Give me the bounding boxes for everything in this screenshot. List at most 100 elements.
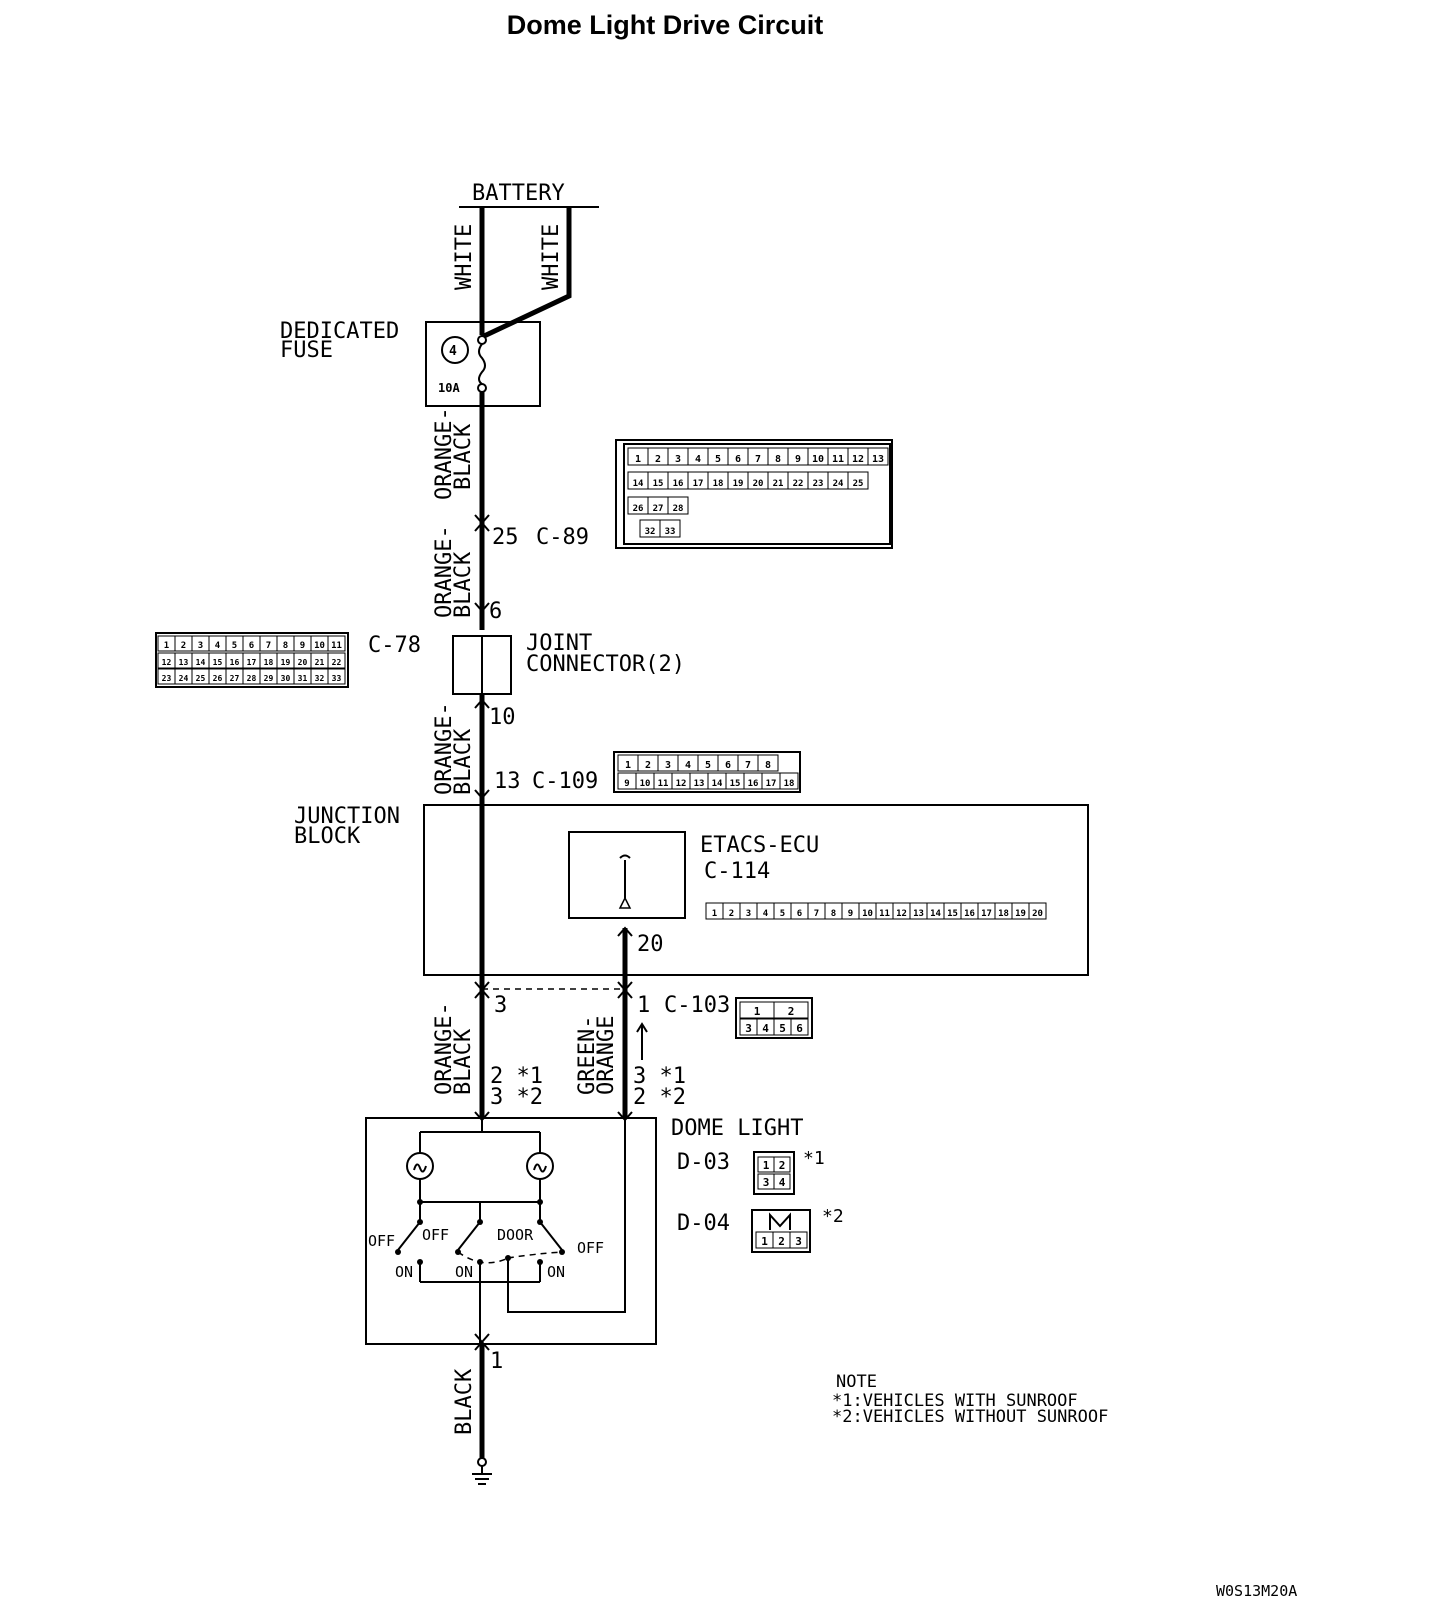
connector-pin-label: 1 bbox=[761, 1235, 768, 1248]
connector-pin-label: 12 bbox=[162, 658, 172, 667]
connector-pin-label: 4 bbox=[762, 1022, 769, 1035]
connector-pin-label: 4 bbox=[763, 909, 769, 919]
connector-pin-label: 32 bbox=[315, 674, 325, 683]
wire-label-orange-4: ORANGE- bbox=[432, 1002, 457, 1095]
c89-name: C-89 bbox=[536, 525, 589, 550]
connector-pin-cell bbox=[757, 754, 779, 772]
connector-pin-cell bbox=[773, 1001, 809, 1019]
connector-pin-label: 17 bbox=[981, 909, 992, 919]
note-heading: NOTE bbox=[836, 1372, 877, 1392]
connector-pin-label: 1 bbox=[164, 641, 169, 651]
joint-connector: 6 JOINT CONNECTOR(2) 10 bbox=[452, 599, 685, 730]
wire-label-orange-5: ORANGE bbox=[594, 1016, 619, 1095]
connector-pin-label: 8 bbox=[283, 641, 288, 651]
junction-label-2: BLOCK bbox=[294, 824, 361, 849]
connector-pin-label: 28 bbox=[673, 504, 684, 514]
connector-pin-label: 18 bbox=[784, 779, 795, 789]
connector-pin-cell bbox=[773, 1156, 791, 1173]
joint-pin-in: 6 bbox=[489, 599, 502, 624]
wire-label-black-2: BLACK bbox=[451, 551, 476, 618]
white-wire-2 bbox=[480, 207, 572, 340]
connector-pin-label: 9 bbox=[624, 779, 629, 789]
connector-pin-label: 13 bbox=[913, 909, 924, 919]
connector-pin-label: 24 bbox=[833, 479, 844, 489]
connector-pin-label: 12 bbox=[676, 779, 687, 789]
connector-pin-label: 9 bbox=[300, 641, 305, 651]
connector-pin-label: 1 bbox=[712, 909, 717, 919]
connector-pin-label: 26 bbox=[633, 504, 644, 514]
connector-pin-label: 16 bbox=[748, 779, 759, 789]
c114-name: C-114 bbox=[704, 859, 770, 884]
connector-pin-label: 19 bbox=[733, 479, 744, 489]
connector-pin-label: 29 bbox=[264, 674, 274, 683]
connector-pin-label: 3 bbox=[763, 1176, 770, 1189]
d04-name: D-04 bbox=[677, 1211, 730, 1236]
connector-pin-label: 11 bbox=[331, 641, 342, 651]
connector-pin-label: 8 bbox=[831, 909, 836, 919]
dedicated-fuse: 4 10A DEDICATED FUSE bbox=[280, 319, 541, 407]
ground-pin: 1 bbox=[490, 1349, 503, 1374]
wire-label-white-2: WHITE bbox=[539, 224, 564, 290]
fuse-label-2: FUSE bbox=[280, 338, 333, 363]
dome-light: DOME LIGHT OFF bbox=[365, 1116, 803, 1345]
connector-pin-cell bbox=[779, 772, 799, 790]
connector-pin-label: 16 bbox=[673, 479, 684, 489]
connector-pin-label: 6 bbox=[735, 454, 741, 465]
connector-pin-label: 3 bbox=[746, 909, 751, 919]
connector-pin-label: 21 bbox=[315, 658, 325, 667]
connector-pin-label: 1 bbox=[625, 760, 631, 771]
ground-icon bbox=[472, 1466, 492, 1485]
wire-label-orange-2: ORANGE- bbox=[432, 525, 457, 618]
connector-pin-label: 31 bbox=[298, 674, 308, 683]
connector-pin-label: 19 bbox=[1015, 909, 1026, 919]
switch-on-2: ON bbox=[455, 1263, 473, 1281]
connector-pin-label: 33 bbox=[665, 527, 676, 537]
connector-pin-label: 1 bbox=[763, 1159, 770, 1172]
joint-pin-out: 10 bbox=[489, 705, 516, 730]
connector-pin-label: 13 bbox=[179, 658, 189, 667]
connector-pin-label: 3 bbox=[795, 1235, 802, 1248]
connector-pin-label: 16 bbox=[964, 909, 975, 919]
wire-label-black-3: BLACK bbox=[451, 728, 476, 795]
connector-pin-label: 11 bbox=[658, 779, 669, 789]
joint-label-1: JOINT bbox=[526, 631, 592, 656]
connector-pin-label: 3 bbox=[745, 1022, 752, 1035]
wire-label-green: GREEN- bbox=[575, 1016, 600, 1095]
connector-pin-label: 23 bbox=[162, 674, 172, 683]
connector-pin-label: 14 bbox=[633, 479, 644, 489]
wire-label-black-1: BLACK bbox=[451, 423, 476, 490]
connector-pin-label: 12 bbox=[896, 909, 907, 919]
connector-pin-cell bbox=[790, 1018, 809, 1036]
d04-mark: *2 bbox=[822, 1206, 844, 1227]
connector-pin-label: 6 bbox=[249, 641, 254, 651]
connector-pin-label: 10 bbox=[862, 909, 873, 919]
connector-pin-label: 10 bbox=[314, 641, 325, 651]
connector-pin-cell bbox=[327, 668, 346, 685]
connector-pin-label: 18 bbox=[713, 479, 724, 489]
battery-label: BATTERY bbox=[472, 181, 565, 206]
connector-pin-label: 7 bbox=[266, 641, 271, 651]
junction-pin-3: 3 bbox=[494, 993, 507, 1018]
connector-pin-label: 26 bbox=[213, 674, 223, 683]
connector-pin-label: 8 bbox=[765, 760, 771, 771]
connector-pin-label: 19 bbox=[281, 658, 291, 667]
connector-pin-label: 18 bbox=[998, 909, 1009, 919]
connector-pin-label: 9 bbox=[795, 454, 801, 465]
connector-pin-label: 14 bbox=[196, 658, 206, 667]
wire-label-black-4: BLACK bbox=[451, 1028, 476, 1095]
connector-pin-label: 2 bbox=[788, 1005, 795, 1018]
switch-on-1: ON bbox=[395, 1263, 413, 1281]
d03-name: D-03 bbox=[677, 1150, 730, 1175]
connector-pin-label: 32 bbox=[645, 527, 656, 537]
connector-pin-label: 17 bbox=[766, 779, 777, 789]
connector-pin-label: 30 bbox=[281, 674, 291, 683]
connector-pin-label: 20 bbox=[1032, 909, 1043, 919]
connector-pin-label: 11 bbox=[832, 454, 844, 465]
fuse-number: 4 bbox=[449, 344, 457, 359]
